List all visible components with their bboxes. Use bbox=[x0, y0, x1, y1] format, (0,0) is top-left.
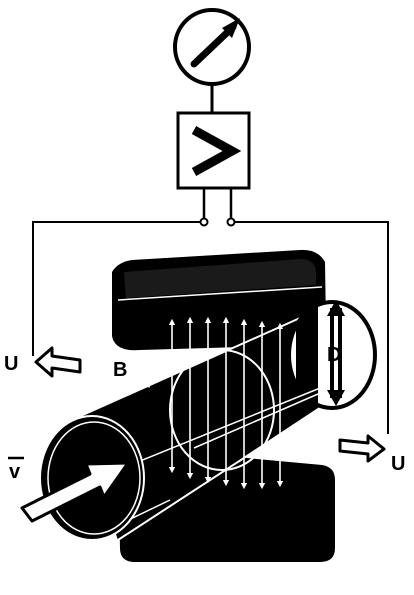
magnetic-field-lines bbox=[168, 316, 284, 490]
amplifier-symbol-icon bbox=[191, 126, 242, 176]
electrode-wire-left bbox=[32, 221, 201, 356]
electrode-wire-right bbox=[234, 221, 389, 434]
velocity-arrow-icon bbox=[20, 461, 130, 523]
terminal-right bbox=[226, 217, 236, 227]
meter-needle bbox=[190, 23, 237, 68]
electrode-left bbox=[119, 380, 151, 388]
voltage-arrow-left-icon bbox=[34, 346, 82, 378]
diameter-marker bbox=[327, 300, 345, 406]
meter-gauge bbox=[173, 8, 251, 86]
electrode-right bbox=[291, 424, 323, 434]
label-magnetic-field: B bbox=[113, 359, 127, 381]
label-voltage-left: U bbox=[4, 353, 18, 375]
label-velocity: v bbox=[9, 461, 21, 483]
label-voltage-right: U bbox=[391, 453, 405, 475]
top-magnet bbox=[112, 249, 326, 351]
voltage-arrow-right-icon bbox=[338, 434, 386, 463]
terminal-left bbox=[199, 217, 209, 227]
label-diameter: D bbox=[327, 344, 341, 366]
amplifier-box bbox=[176, 111, 251, 190]
meter-needle-tip-icon bbox=[222, 18, 240, 38]
